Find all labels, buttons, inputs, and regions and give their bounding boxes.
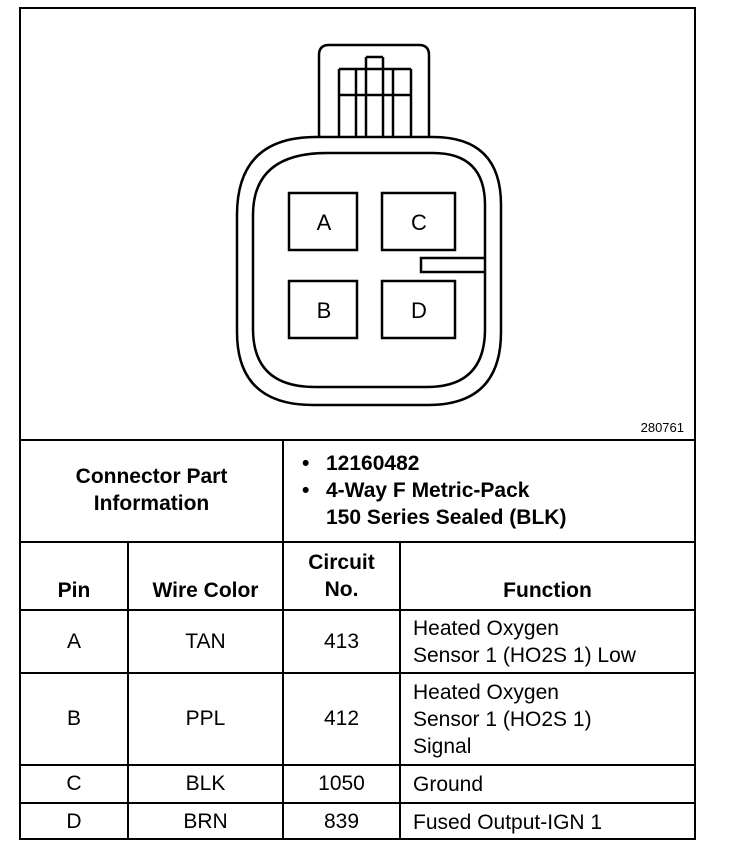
- function-cell: Heated Oxygen Sensor 1 (HO2S 1) Low: [398, 609, 695, 674]
- connector-info-details: •12160482 •4-Way F Metric-Pack 150 Serie…: [281, 439, 695, 543]
- pin-cell: B: [21, 672, 129, 766]
- connector-info-row: Connector Part Information •12160482 •4-…: [21, 439, 695, 543]
- pin-label-b: B: [317, 298, 332, 323]
- function-cell: Heated Oxygen Sensor 1 (HO2S 1) Signal: [398, 672, 695, 766]
- pin-cell: A: [21, 609, 129, 674]
- pin-label-d: D: [411, 298, 427, 323]
- wire-color-cell: PPL: [127, 672, 284, 766]
- function-cell: Fused Output-IGN 1: [398, 802, 695, 840]
- circuit-cell: 839: [282, 802, 401, 840]
- part-number: •12160482: [302, 451, 420, 475]
- wire-color-cell: TAN: [127, 609, 284, 674]
- pin-label-a: A: [317, 210, 332, 235]
- figure-id: 280761: [640, 420, 684, 435]
- connector-diagram: A C B D 280761: [21, 9, 694, 441]
- connector-info-label: Connector Part Information: [21, 439, 284, 543]
- pin-label-c: C: [411, 210, 427, 235]
- pinout-table: Connector Part Information •12160482 •4-…: [21, 439, 695, 840]
- connector-description: •4-Way F Metric-Pack: [302, 478, 530, 502]
- circuit-cell: 412: [282, 672, 401, 766]
- connector-drawing: A C B D: [235, 43, 503, 407]
- table-row: B PPL 412 Heated Oxygen Sensor 1 (HO2S 1…: [21, 672, 695, 766]
- header-circuit: Circuit No.: [282, 541, 401, 611]
- circuit-cell: 1050: [282, 764, 401, 804]
- connector-sheet: A C B D 280761 Connector Part Informatio…: [19, 7, 696, 840]
- header-pin: Pin: [21, 541, 129, 611]
- header-wire-color: Wire Color: [127, 541, 284, 611]
- header-function: Function: [398, 541, 695, 611]
- table-row: D BRN 839 Fused Output-IGN 1: [21, 802, 695, 840]
- function-cell: Ground: [398, 764, 695, 804]
- pin-cell: D: [21, 802, 129, 840]
- wire-color-cell: BRN: [127, 802, 284, 840]
- table-header: Pin Wire Color Circuit No. Function: [21, 541, 695, 611]
- pin-cell: C: [21, 764, 129, 804]
- circuit-cell: 413: [282, 609, 401, 674]
- table-row: A TAN 413 Heated Oxygen Sensor 1 (HO2S 1…: [21, 609, 695, 674]
- wire-color-cell: BLK: [127, 764, 284, 804]
- table-row: C BLK 1050 Ground: [21, 764, 695, 804]
